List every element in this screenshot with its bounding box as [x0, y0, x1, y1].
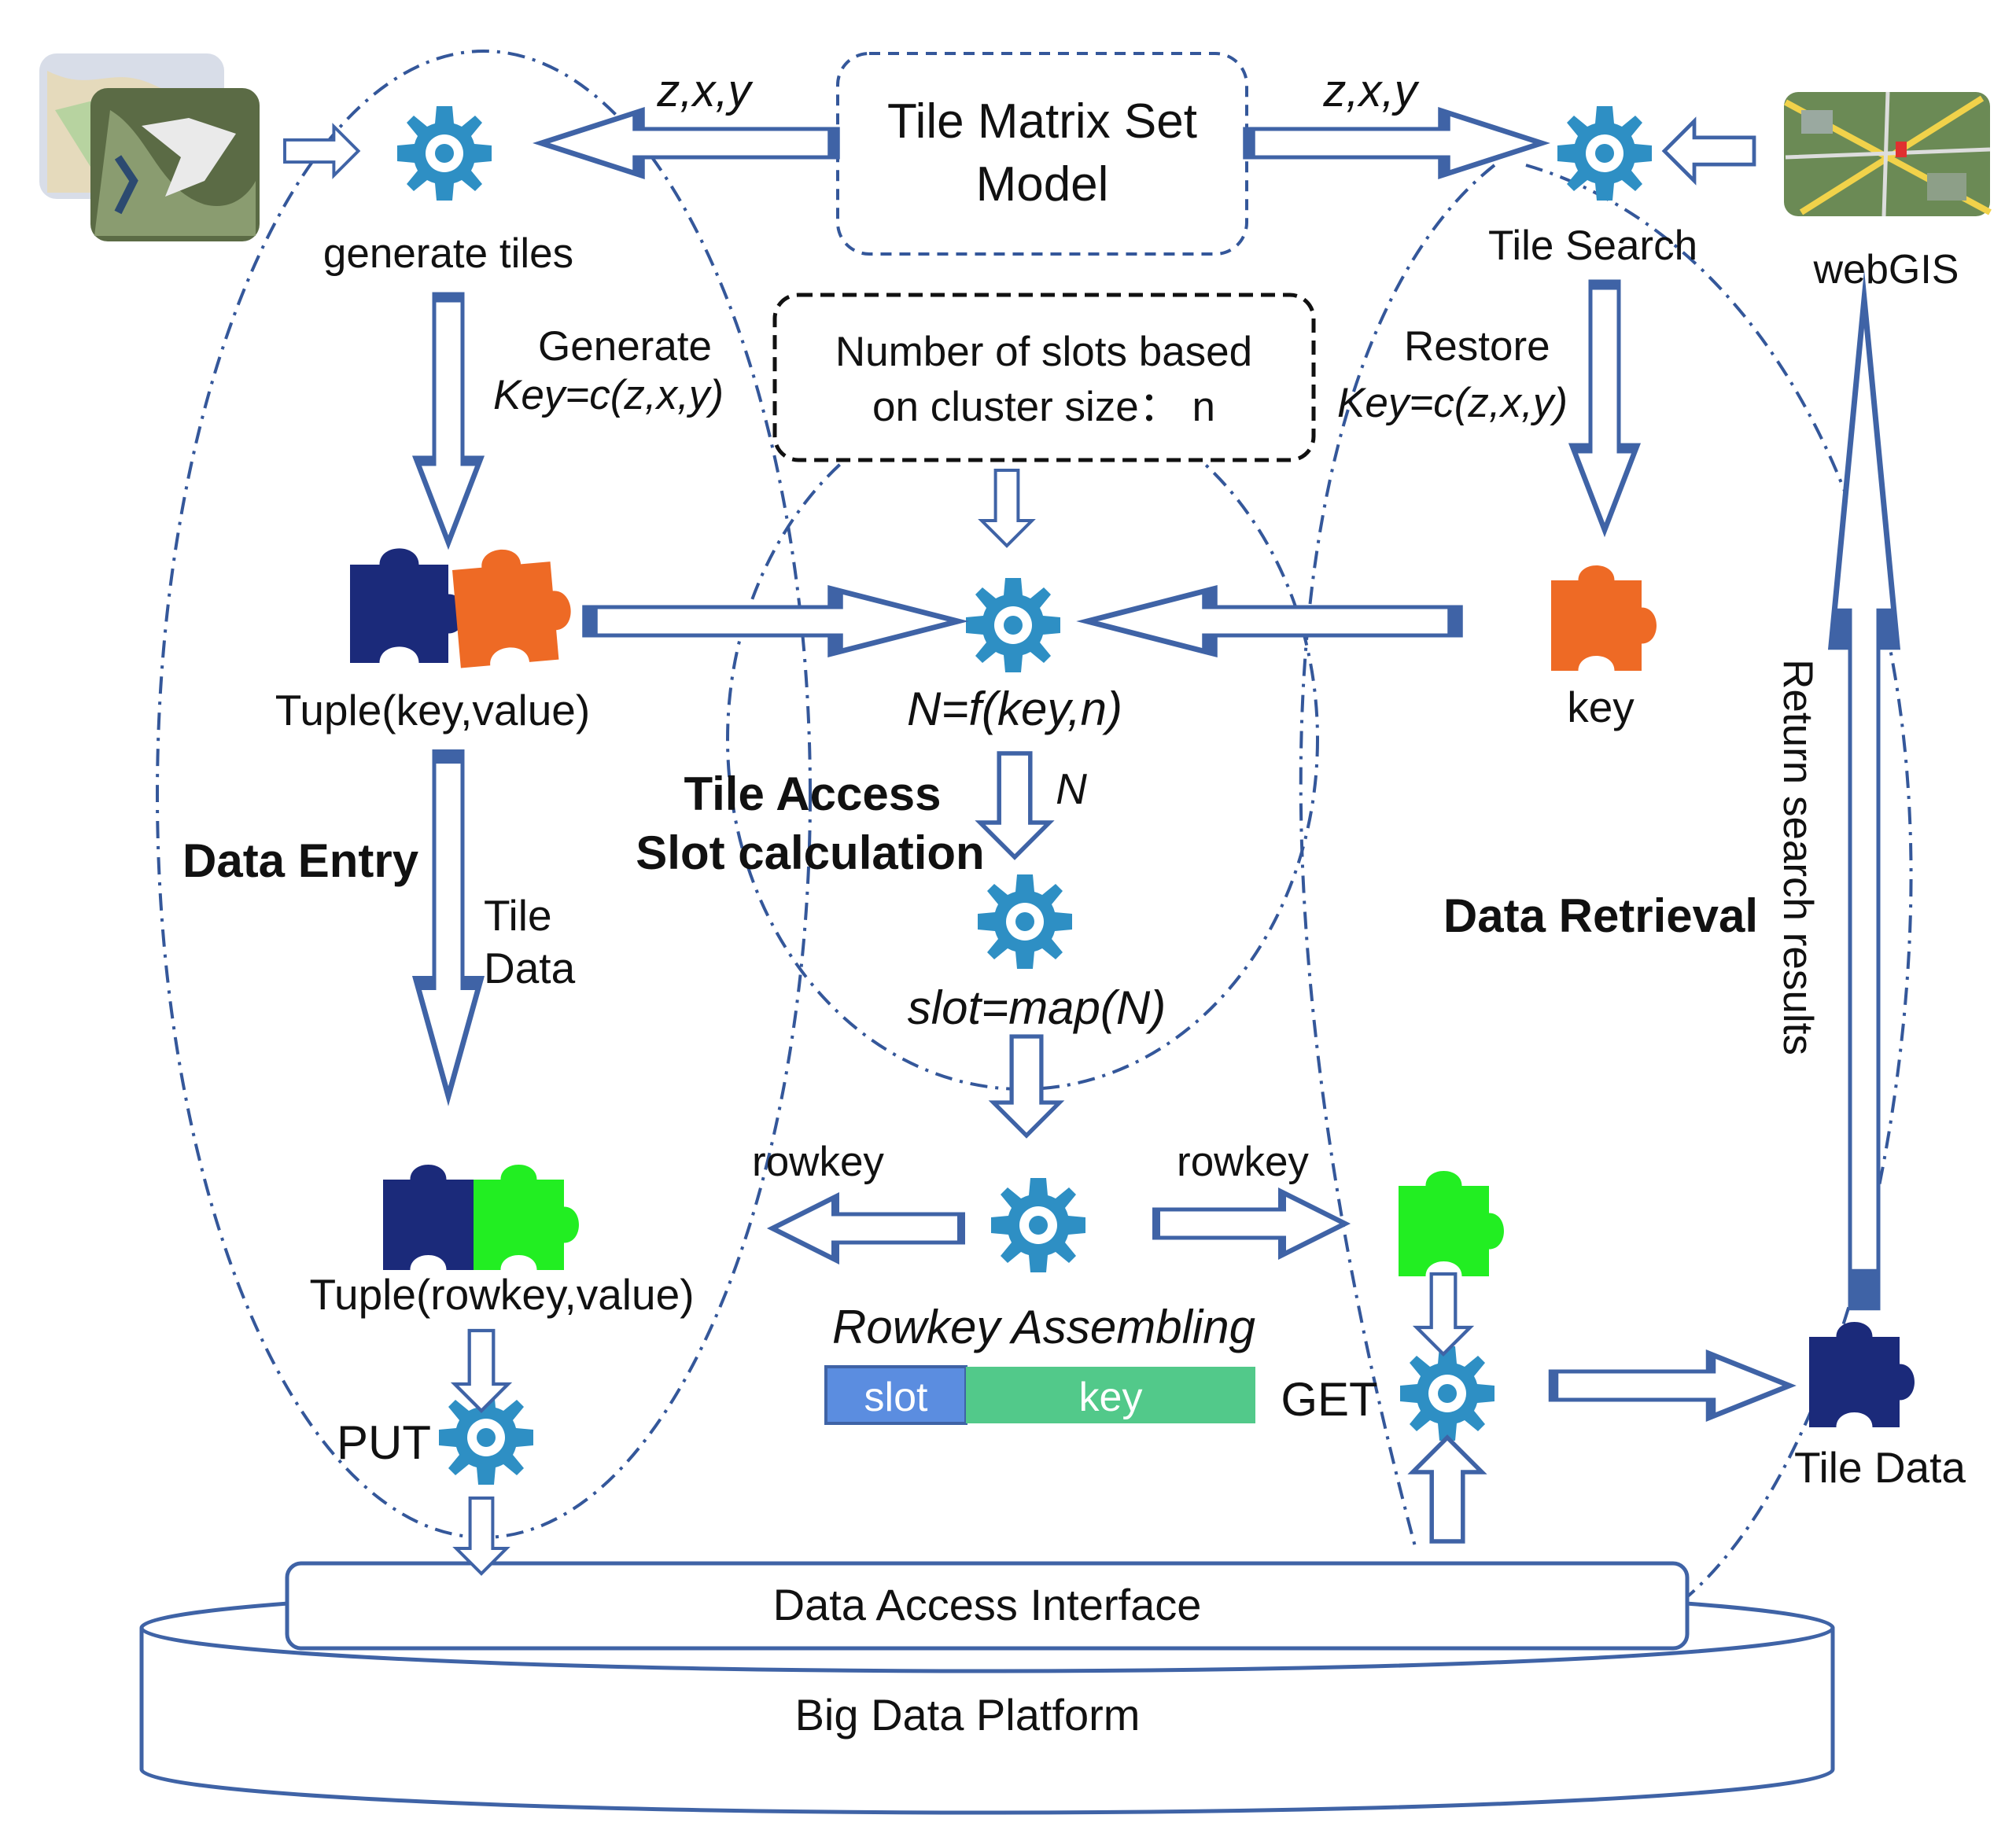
key-puzzle-piece-icon [350, 548, 465, 663]
rowkey-value-puzzle-piece-icon [474, 1165, 579, 1270]
cluster-slots-line1: Number of slots based [835, 329, 1252, 375]
slot-segment-label: slot [864, 1375, 928, 1420]
cluster-slots-line2: on cluster size： n [872, 384, 1215, 430]
arrow-get-to-tile-data [1553, 1354, 1789, 1417]
tile-data-line2: Data [484, 944, 576, 992]
arrow-slots-down [982, 470, 1032, 546]
arrow-search-down [1573, 285, 1636, 530]
tile-matrix-line2: Model [976, 157, 1109, 212]
slot-segment [824, 1365, 967, 1425]
arrow-input-to-generate [283, 124, 360, 178]
arrow-model-to-generate [541, 112, 834, 175]
arrow-webgis-to-search [1664, 121, 1754, 181]
get-rowkey-puzzle-piece-icon [1399, 1171, 1504, 1276]
map-thumbnail-icon [39, 53, 260, 241]
rowkey-assembling-gear-icon [991, 1178, 1085, 1272]
rowkey-assembling-label: Rowkey Assembling [832, 1301, 1255, 1353]
generate-tiles-label: generate tiles [323, 230, 573, 277]
tuple-key-value-label: Tuple(key,value) [275, 686, 590, 734]
data-access-interface-label: Data Access Interface [773, 1580, 1202, 1629]
rowkey-right-label: rowkey [1177, 1139, 1309, 1185]
tile-data-puzzle-piece-icon [1809, 1322, 1915, 1427]
value-puzzle-piece-icon [451, 543, 575, 668]
restore-key-line2: Key=c(z,x,y) [1337, 380, 1568, 426]
zxy-right-label: z,x,y [1322, 65, 1419, 116]
rowkey-left-label: rowkey [752, 1139, 884, 1185]
search-key-label: key [1567, 683, 1635, 731]
tile-matrix-set-model-box: Tile Matrix Set Model [836, 52, 1248, 256]
return-results-label: Return search results [1775, 659, 1821, 1055]
data-retrieval-heading: Data Retrieval [1443, 889, 1758, 942]
tile-data-label: Tile Data [1794, 1443, 1966, 1492]
data-access-interface: Data Access Interface [285, 1561, 1690, 1651]
webgis-label: webGIS [1813, 247, 1959, 293]
search-key-puzzle-piece-icon [1551, 565, 1657, 671]
slot-function-gear-icon [966, 578, 1060, 672]
slot-calculation-heading: Slot calculation [636, 826, 984, 879]
key-segment-label: key [1079, 1375, 1143, 1420]
rowkey-structure-bar: slot key [824, 1365, 1255, 1425]
data-entry-heading: Data Entry [182, 834, 419, 887]
get-label: GET [1281, 1373, 1377, 1426]
arrow-interface-to-get [1413, 1438, 1482, 1541]
arrow-tuple-down [417, 757, 480, 1096]
rowkey-puzzle-piece-icon [383, 1165, 488, 1270]
tile-matrix-line1: Tile Matrix Set [887, 94, 1197, 149]
tile-data-line1: Tile [484, 891, 552, 940]
key-segment [966, 1367, 1255, 1423]
arrow-map-to-rowkey [993, 1036, 1060, 1136]
restore-key-line1: Restore [1404, 323, 1550, 370]
arrow-rowkey-to-right [1156, 1192, 1345, 1255]
tile-search-label: Tile Search [1488, 223, 1697, 269]
slot-map-label: slot=map(N) [908, 981, 1166, 1034]
arrow-rowkey-to-left [772, 1197, 961, 1260]
tile-search-gear-icon [1557, 106, 1652, 201]
put-label: PUT [337, 1416, 431, 1469]
webgis-map-icon [1784, 91, 1992, 217]
n-arrow-label: N [1056, 764, 1087, 813]
arrow-model-to-search [1249, 112, 1542, 175]
arrow-generate-down [417, 297, 480, 543]
generate-key-line1: Generate [538, 323, 712, 370]
big-data-platform-label: Big Data Platform [795, 1690, 1141, 1739]
generate-tiles-gear-icon [397, 106, 492, 201]
arrow-green-to-get [1417, 1274, 1470, 1354]
tuple-rowkey-value-label: Tuple(rowkey,value) [309, 1270, 694, 1319]
arrow-rowkey-tuple-to-put [455, 1331, 508, 1411]
get-gear-icon [1400, 1346, 1494, 1441]
arrow-function-to-map [980, 753, 1049, 857]
slot-map-gear-icon [978, 874, 1072, 969]
arrow-tuple-to-function [590, 590, 958, 653]
zxy-left-label: z,x,y [656, 65, 753, 116]
cluster-slots-box: Number of slots based on cluster size： n [772, 293, 1316, 462]
arrow-key-to-function [1087, 590, 1455, 653]
tile-access-heading: Tile Access [684, 768, 942, 820]
n-formula-label: N=f(key,n) [907, 683, 1122, 735]
generate-key-line2: Key=c(z,x,y) [493, 372, 724, 418]
